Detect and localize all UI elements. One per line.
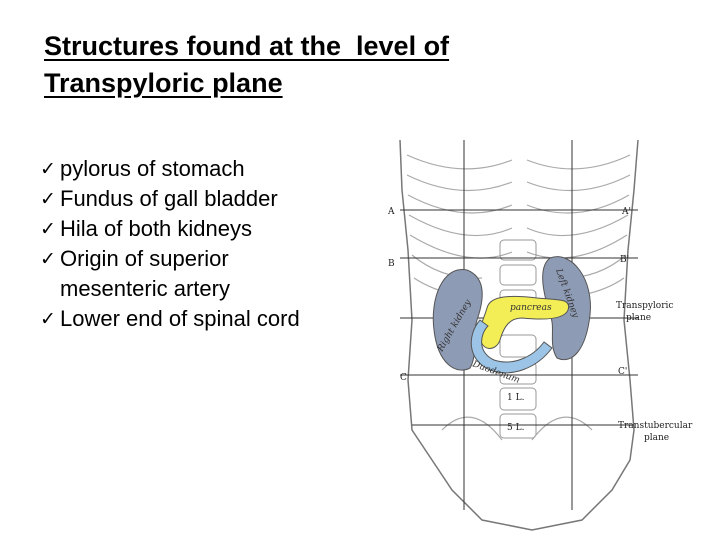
bullet-item: ✓ pylorus of stomach xyxy=(40,154,370,184)
bullet-text: Origin of superior xyxy=(60,246,229,271)
bullet-list: ✓ pylorus of stomach ✓ Fundus of gall bl… xyxy=(40,154,370,334)
bullet-text: Hila of both kidneys xyxy=(60,216,252,241)
label-pancreas: pancreas xyxy=(510,303,552,313)
right-kidney-shape xyxy=(432,269,483,371)
label-b-left: B xyxy=(388,259,395,269)
bullet-text: Lower end of spinal cord xyxy=(60,306,300,331)
spine xyxy=(499,239,537,439)
abdomen-diagram: A A' B B' C C' Transpyloric plane Transt… xyxy=(387,139,693,531)
checkmark-icon: ✓ xyxy=(40,248,56,270)
checkmark-icon: ✓ xyxy=(40,158,56,180)
bullet-item: ✓ Fundus of gall bladder xyxy=(40,184,370,214)
label-a-right: A' xyxy=(621,207,631,217)
label-b-right: B' xyxy=(620,255,629,265)
label-vertebra-l5: 5 L. xyxy=(507,423,525,433)
bullet-continuation: mesenteric artery xyxy=(60,276,230,301)
label-a-left: A xyxy=(387,207,395,217)
label-transtubercular-1: Transtubercular xyxy=(618,421,693,431)
slide-title: Structures found at the level of Transpy… xyxy=(44,28,564,102)
title-line-2: Transpyloric plane xyxy=(44,68,283,98)
anatomy-figure: A A' B B' C C' Transpyloric plane Transt… xyxy=(372,130,702,540)
torso-outline xyxy=(399,139,639,531)
checkmark-icon: ✓ xyxy=(40,218,56,240)
label-c-left: C xyxy=(400,373,407,383)
label-transpyloric-1: Transpyloric xyxy=(616,301,673,311)
label-c-right: C' xyxy=(618,367,627,377)
bullet-text: pylorus of stomach xyxy=(60,156,245,181)
checkmark-icon: ✓ xyxy=(40,188,56,210)
label-transpyloric-2: plane xyxy=(626,313,651,323)
rib-lines xyxy=(406,154,631,296)
label-transtubercular-2: plane xyxy=(644,433,669,443)
title-line-1: Structures found at the level of xyxy=(44,31,450,61)
label-vertebra-l1: 1 L. xyxy=(507,393,525,403)
bullet-item: ✓ Lower end of spinal cord xyxy=(40,304,370,334)
duodenum-shape xyxy=(470,319,553,374)
bullet-item: ✓ Origin of superior mesenteric artery xyxy=(40,244,370,304)
bullet-item: ✓ Hila of both kidneys xyxy=(40,214,370,244)
bullet-text: Fundus of gall bladder xyxy=(60,186,278,211)
checkmark-icon: ✓ xyxy=(40,308,56,330)
